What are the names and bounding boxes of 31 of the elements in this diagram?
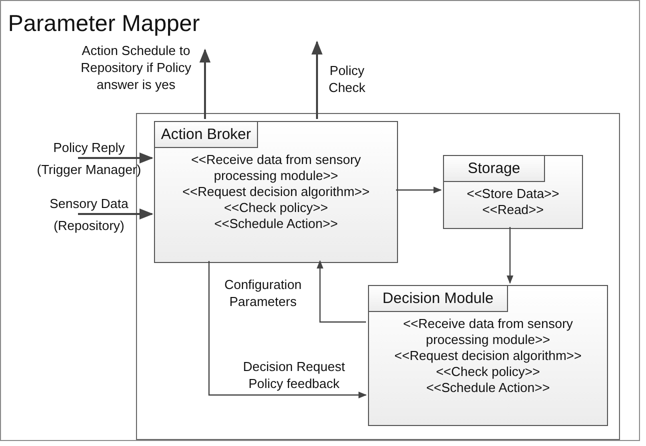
operation-text: <<Receive data from sensory processing module>> — [190, 152, 362, 184]
arrow — [311, 40, 323, 119]
operation-text: <<Store Data>> — [466, 186, 560, 202]
component-name: Decision Module — [368, 285, 508, 312]
operation-text: <<Receive data from sensory processing module>> — [402, 316, 574, 348]
edge-label: Action Schedule to Repository if Policy answer is yes — [80, 42, 192, 93]
arrow — [78, 208, 154, 220]
arrow — [506, 227, 514, 284]
arrow — [316, 260, 366, 323]
arrow — [208, 261, 367, 398]
operation-text: <<Request decision algorithm>> — [394, 348, 582, 364]
component-box — [368, 285, 608, 426]
operation-text: <<Read>> — [482, 202, 544, 218]
outer-frame — [0, 0, 640, 441]
component-name: Action Broker — [154, 121, 258, 148]
arrow — [78, 152, 154, 164]
arrow — [199, 48, 211, 119]
operation-text: <<Check policy>> — [224, 200, 328, 216]
edge-label: Decision Request Policy feedback — [242, 358, 346, 392]
edge-label: Configuration Parameters — [223, 276, 303, 310]
operation-text: <<Check policy>> — [436, 364, 540, 380]
edge-label: Policy Check — [328, 62, 366, 96]
component-name: Storage — [443, 155, 545, 182]
edge-label: Sensory Data (Repository) — [48, 195, 130, 235]
diagram-title: Parameter Mapper — [8, 9, 200, 38]
arrow — [396, 186, 442, 194]
component-box — [154, 121, 398, 263]
operation-text: <<Schedule Action>> — [214, 216, 338, 232]
operation-text: <<Request decision algorithm>> — [182, 184, 370, 200]
operation-text: <<Schedule Action>> — [426, 380, 550, 396]
component-box — [443, 155, 583, 229]
